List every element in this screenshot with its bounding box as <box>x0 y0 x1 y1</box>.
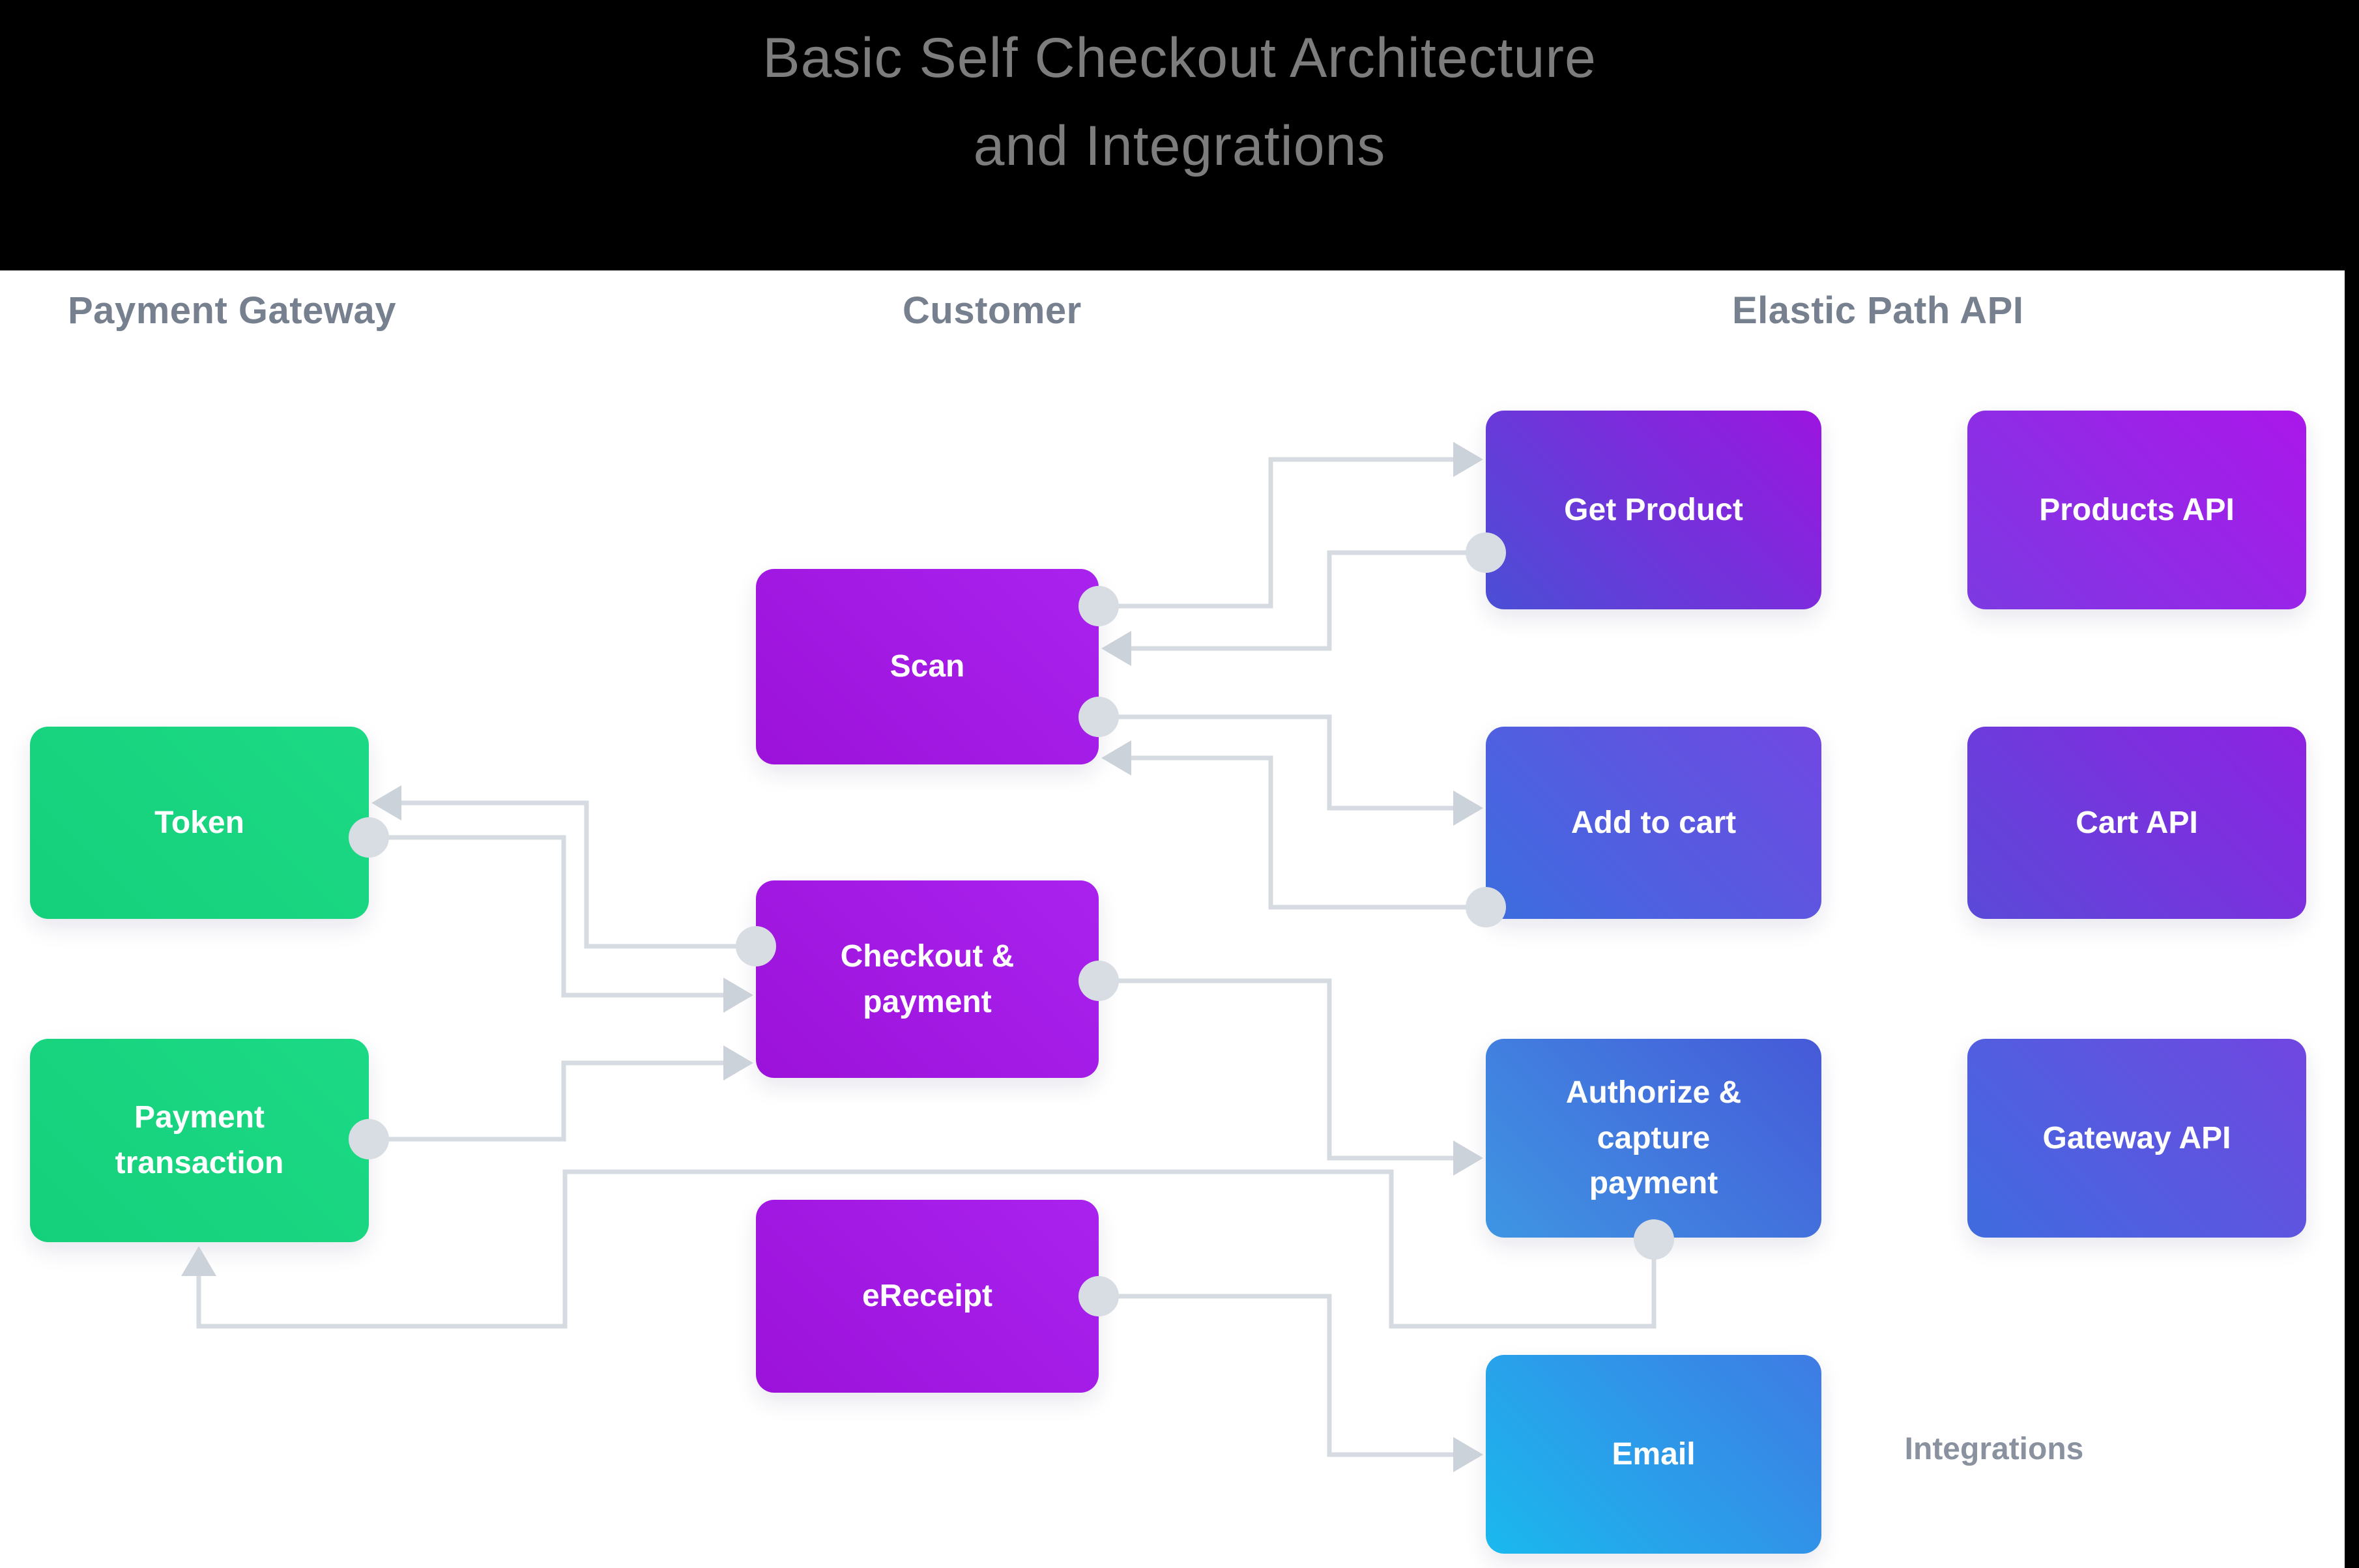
column-header-elastic-path-api: Elastic Path API <box>1732 289 2024 332</box>
arrowhead-icon-add-to-cart-to-scan <box>1101 740 1131 776</box>
connector-scan-to-add-to-cart <box>1099 714 1457 811</box>
top-black-band <box>0 0 2359 270</box>
connector-token-to-checkout <box>369 835 727 998</box>
arrowhead-icon-checkout-to-token <box>371 785 401 820</box>
node-ereceipt: eReceipt <box>756 1200 1099 1393</box>
connector-get-product-to-scan <box>1127 550 1486 651</box>
diagram-title: Basic Self Checkout Architecture and Int… <box>0 14 2359 190</box>
column-header-customer: Customer <box>903 289 1082 332</box>
arrowhead-icon-payment-transaction-to-checkout <box>723 1045 753 1081</box>
arrowhead-icon-get-product-to-scan <box>1101 631 1131 666</box>
node-label-checkout-payment: Checkout & payment <box>840 938 1015 1019</box>
integrations-label: Integrations <box>1904 1432 2084 1466</box>
arrowhead-icon-checkout-to-authorize <box>1453 1140 1483 1176</box>
diagram-title-line-2: and Integrations <box>973 115 1386 178</box>
diagram-title-line-1: Basic Self Checkout Architecture <box>762 27 1597 89</box>
node-add-to-cart: Add to cart <box>1486 727 1821 919</box>
node-label-gateway-api: Gateway API <box>2042 1120 2231 1155</box>
node-products-api: Products API <box>1967 411 2306 609</box>
connector-payment-transaction-to-checkout <box>369 1060 727 1142</box>
node-label-token: Token <box>154 805 244 840</box>
arrowhead-icon-ereceipt-to-email <box>1453 1437 1483 1472</box>
arrowhead-icon-authorize-to-payment-transaction <box>181 1246 216 1276</box>
node-label-add-to-cart: Add to cart <box>1570 805 1737 840</box>
arrowhead-icon-scan-to-add-to-cart <box>1453 791 1483 826</box>
node-checkout-payment: Checkout & payment <box>756 880 1099 1078</box>
node-label-payment-transaction: Payment transaction <box>115 1100 284 1180</box>
node-authorize-capture: Authorize & capture payment <box>1486 1039 1821 1238</box>
right-black-band <box>2345 0 2359 1568</box>
node-label-authorize-capture: Authorize & capture payment <box>1565 1075 1742 1201</box>
node-label-products-api: Products API <box>2039 492 2235 527</box>
arrowhead-icon-scan-to-get-product <box>1453 442 1483 477</box>
node-label-get-product: Get Product <box>1564 492 1743 527</box>
connector-ereceipt-to-email <box>1099 1294 1457 1457</box>
arrowhead-icon-token-to-checkout <box>723 978 753 1013</box>
node-token: Token <box>30 727 369 919</box>
column-header-payment-gateway: Payment Gateway <box>68 289 396 332</box>
node-email: Email <box>1486 1355 1821 1554</box>
node-label-ereceipt: eReceipt <box>861 1279 993 1314</box>
node-label-email: Email <box>1612 1436 1696 1472</box>
node-payment-transaction: Payment transaction <box>30 1039 369 1242</box>
node-scan: Scan <box>756 569 1099 764</box>
node-cart-api: Cart API <box>1967 727 2306 919</box>
node-label-scan: Scan <box>890 649 965 684</box>
connector-checkout-to-authorize <box>1099 978 1457 1161</box>
connector-add-to-cart-to-scan <box>1127 755 1486 910</box>
node-gateway-api: Gateway API <box>1967 1039 2306 1238</box>
node-label-cart-api: Cart API <box>2076 805 2198 840</box>
node-get-product: Get Product <box>1486 411 1821 609</box>
connector-checkout-to-token <box>398 800 756 949</box>
connector-scan-to-get-product <box>1099 457 1457 609</box>
